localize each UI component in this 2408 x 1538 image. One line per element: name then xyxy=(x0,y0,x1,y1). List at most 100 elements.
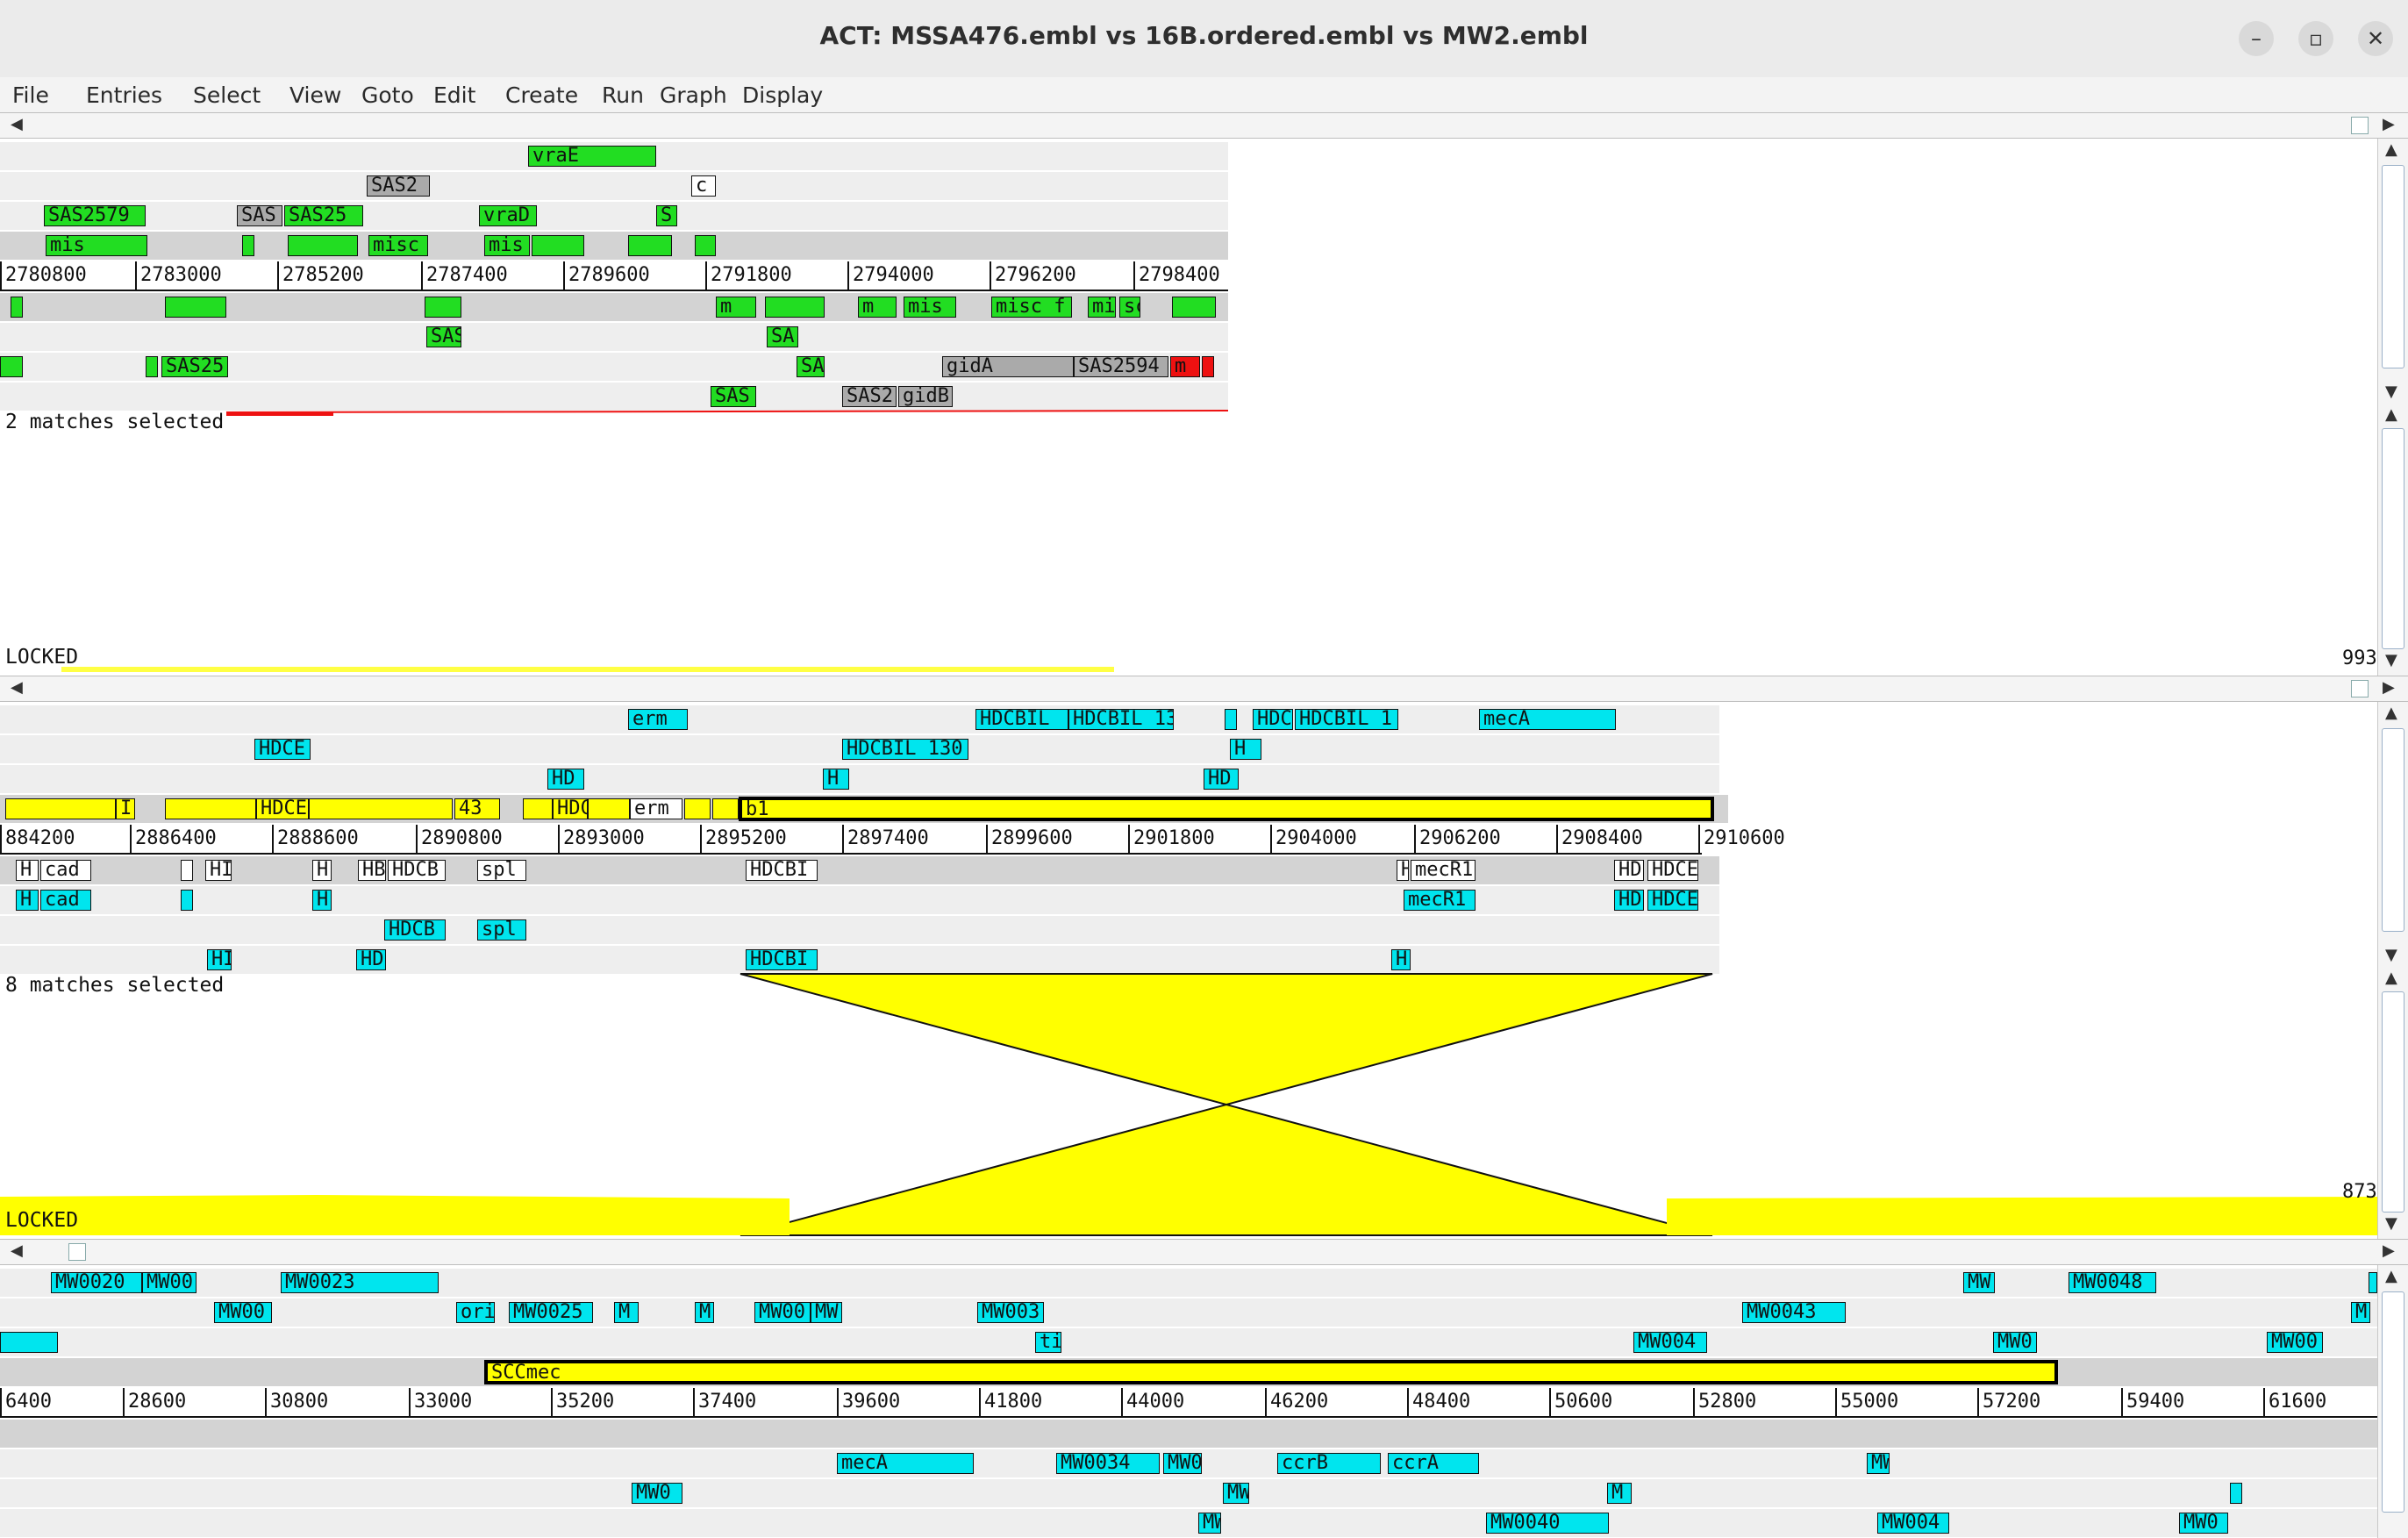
menu-create[interactable]: Create xyxy=(505,82,579,108)
gene-feature[interactable] xyxy=(588,798,630,819)
gene-feature[interactable] xyxy=(1202,356,1214,377)
maximize-button[interactable]: ▫ xyxy=(2298,21,2333,56)
gene-feature[interactable]: gidA xyxy=(942,356,1074,377)
bottom-scroll-thumb[interactable] xyxy=(68,1243,86,1261)
gene-feature[interactable] xyxy=(11,297,23,318)
gene-feature[interactable]: HDCBI xyxy=(746,860,818,881)
scroll-down-icon[interactable]: ▼ xyxy=(2385,1214,2397,1233)
scroll-thumb[interactable] xyxy=(2382,165,2404,368)
gene-feature[interactable]: MW004 xyxy=(1877,1513,1949,1534)
gene-feature[interactable] xyxy=(712,798,739,819)
sccmec-feature[interactable]: SCCmec xyxy=(484,1360,2058,1384)
gene-feature[interactable]: SAS2 xyxy=(842,386,897,407)
gene-feature[interactable]: MW00 xyxy=(142,1272,196,1293)
gene-feature[interactable]: mis xyxy=(484,235,530,256)
gene-feature[interactable]: HDCE xyxy=(256,798,309,819)
gene-feature[interactable]: HDCBIL 13 xyxy=(1068,709,1174,730)
gene-feature[interactable]: MW0020 xyxy=(51,1272,142,1293)
gene-feature[interactable]: erm xyxy=(628,709,688,730)
gene-feature[interactable]: MW003 xyxy=(977,1302,1044,1323)
gene-feature[interactable]: misc xyxy=(368,235,428,256)
gene-feature[interactable]: SAS xyxy=(711,386,756,407)
gene-feature[interactable]: MW00 xyxy=(2267,1332,2323,1353)
gene-feature[interactable]: MW0 xyxy=(2179,1513,2228,1534)
gene-feature[interactable] xyxy=(165,297,226,318)
gene-feature[interactable]: SA xyxy=(797,356,825,377)
gene-feature[interactable] xyxy=(523,798,553,819)
gene-feature[interactable]: misc f xyxy=(991,297,1072,318)
gene-feature[interactable]: MW004 xyxy=(1633,1332,1707,1353)
scroll-up-icon[interactable]: ▲ xyxy=(2385,405,2397,424)
gene-feature[interactable]: H xyxy=(1391,949,1411,970)
gene-feature[interactable]: HDCE xyxy=(1647,890,1698,911)
gene-feature[interactable]: mecR1 xyxy=(1411,860,1476,881)
gene-feature[interactable]: gidB xyxy=(898,386,953,407)
scroll-thumb[interactable] xyxy=(2382,991,2404,1213)
gene-feature[interactable] xyxy=(5,798,116,819)
gene-feature[interactable]: spl xyxy=(477,860,526,881)
gene-feature[interactable]: mecA xyxy=(1479,709,1616,730)
gene-feature[interactable]: HI xyxy=(205,860,232,881)
gene-feature[interactable]: HDCE xyxy=(254,739,311,760)
gene-feature[interactable] xyxy=(1225,709,1237,730)
gene-feature[interactable]: H xyxy=(312,860,332,881)
gene-feature[interactable]: ccrA xyxy=(1388,1453,1479,1474)
scroll-down-icon[interactable]: ▼ xyxy=(2385,946,2397,964)
menu-display[interactable]: Display xyxy=(742,82,824,108)
scroll-thumb[interactable] xyxy=(2382,428,2404,649)
gene-feature[interactable]: m xyxy=(858,297,897,318)
menu-view[interactable]: View xyxy=(289,82,342,108)
gene-feature[interactable] xyxy=(165,798,256,819)
gene-feature[interactable]: M xyxy=(695,1302,714,1323)
gene-feature[interactable] xyxy=(765,297,825,318)
top-scroll-thumb[interactable] xyxy=(2351,117,2369,134)
gene-feature[interactable]: MW0 xyxy=(1163,1453,1202,1474)
menu-goto[interactable]: Goto xyxy=(361,82,414,108)
gene-feature[interactable]: HD xyxy=(1614,860,1644,881)
gene-feature[interactable]: cad xyxy=(40,890,91,911)
gene-feature[interactable]: SAS25 xyxy=(284,205,363,226)
gene-feature[interactable]: HD xyxy=(356,949,386,970)
gene-feature[interactable]: HDC xyxy=(553,798,588,819)
gene-feature[interactable]: SAS xyxy=(426,326,461,347)
scroll-right-icon[interactable]: ▶ xyxy=(2383,115,2395,133)
gene-feature[interactable]: HD xyxy=(547,769,584,790)
gene-feature[interactable]: SAS2 xyxy=(367,175,430,197)
gene-feature[interactable]: MW xyxy=(1867,1453,1890,1474)
gene-feature[interactable]: HD xyxy=(1204,769,1239,790)
gene-feature[interactable]: vraE xyxy=(528,146,656,167)
gene-feature[interactable]: HI xyxy=(207,949,232,970)
middle-horizontal-scrollbar[interactable]: ◀ ▶ xyxy=(0,676,2408,702)
scroll-up-icon[interactable]: ▲ xyxy=(2385,1267,2397,1285)
gene-feature[interactable]: MW00 xyxy=(214,1302,272,1323)
scroll-right-icon[interactable]: ▶ xyxy=(2383,678,2395,697)
gene-feature[interactable]: MW0048 xyxy=(2069,1272,2156,1293)
gene-feature[interactable]: MW0023 xyxy=(281,1272,439,1293)
gene-feature[interactable]: M xyxy=(2351,1302,2370,1323)
gene-feature[interactable]: SA xyxy=(767,326,798,347)
gene-feature[interactable]: MW xyxy=(1198,1513,1221,1534)
gene-feature[interactable]: m xyxy=(1170,356,1200,377)
gene-feature[interactable]: H xyxy=(312,890,332,911)
gene-feature[interactable] xyxy=(309,798,453,819)
gene-feature[interactable]: ti xyxy=(1035,1332,1061,1353)
gene-feature[interactable] xyxy=(425,297,461,318)
gene-feature[interactable]: H xyxy=(1397,860,1409,881)
gene-feature[interactable]: MW0034 xyxy=(1056,1453,1160,1474)
gene-feature[interactable]: HB xyxy=(358,860,386,881)
scroll-up-icon[interactable]: ▲ xyxy=(2385,704,2397,722)
gene-feature[interactable]: mecR1 xyxy=(1404,890,1476,911)
gene-feature[interactable]: MW0040 xyxy=(1486,1513,1609,1534)
scroll-up-icon[interactable]: ▲ xyxy=(2385,140,2397,159)
gene-feature[interactable]: cad xyxy=(40,860,91,881)
top-horizontal-scrollbar[interactable]: ◀ ▶ xyxy=(0,112,2408,139)
gene-feature[interactable]: spl xyxy=(477,919,526,941)
scroll-left-icon[interactable]: ◀ xyxy=(11,115,23,133)
gene-feature[interactable] xyxy=(2369,1272,2377,1293)
gene-feature[interactable]: mis xyxy=(904,297,956,318)
gene-feature[interactable] xyxy=(242,235,254,256)
match-line[interactable] xyxy=(225,410,1229,413)
gene-feature[interactable] xyxy=(695,235,716,256)
gene-feature[interactable]: SAS25 xyxy=(161,356,228,377)
menu-run[interactable]: Run xyxy=(602,82,644,108)
